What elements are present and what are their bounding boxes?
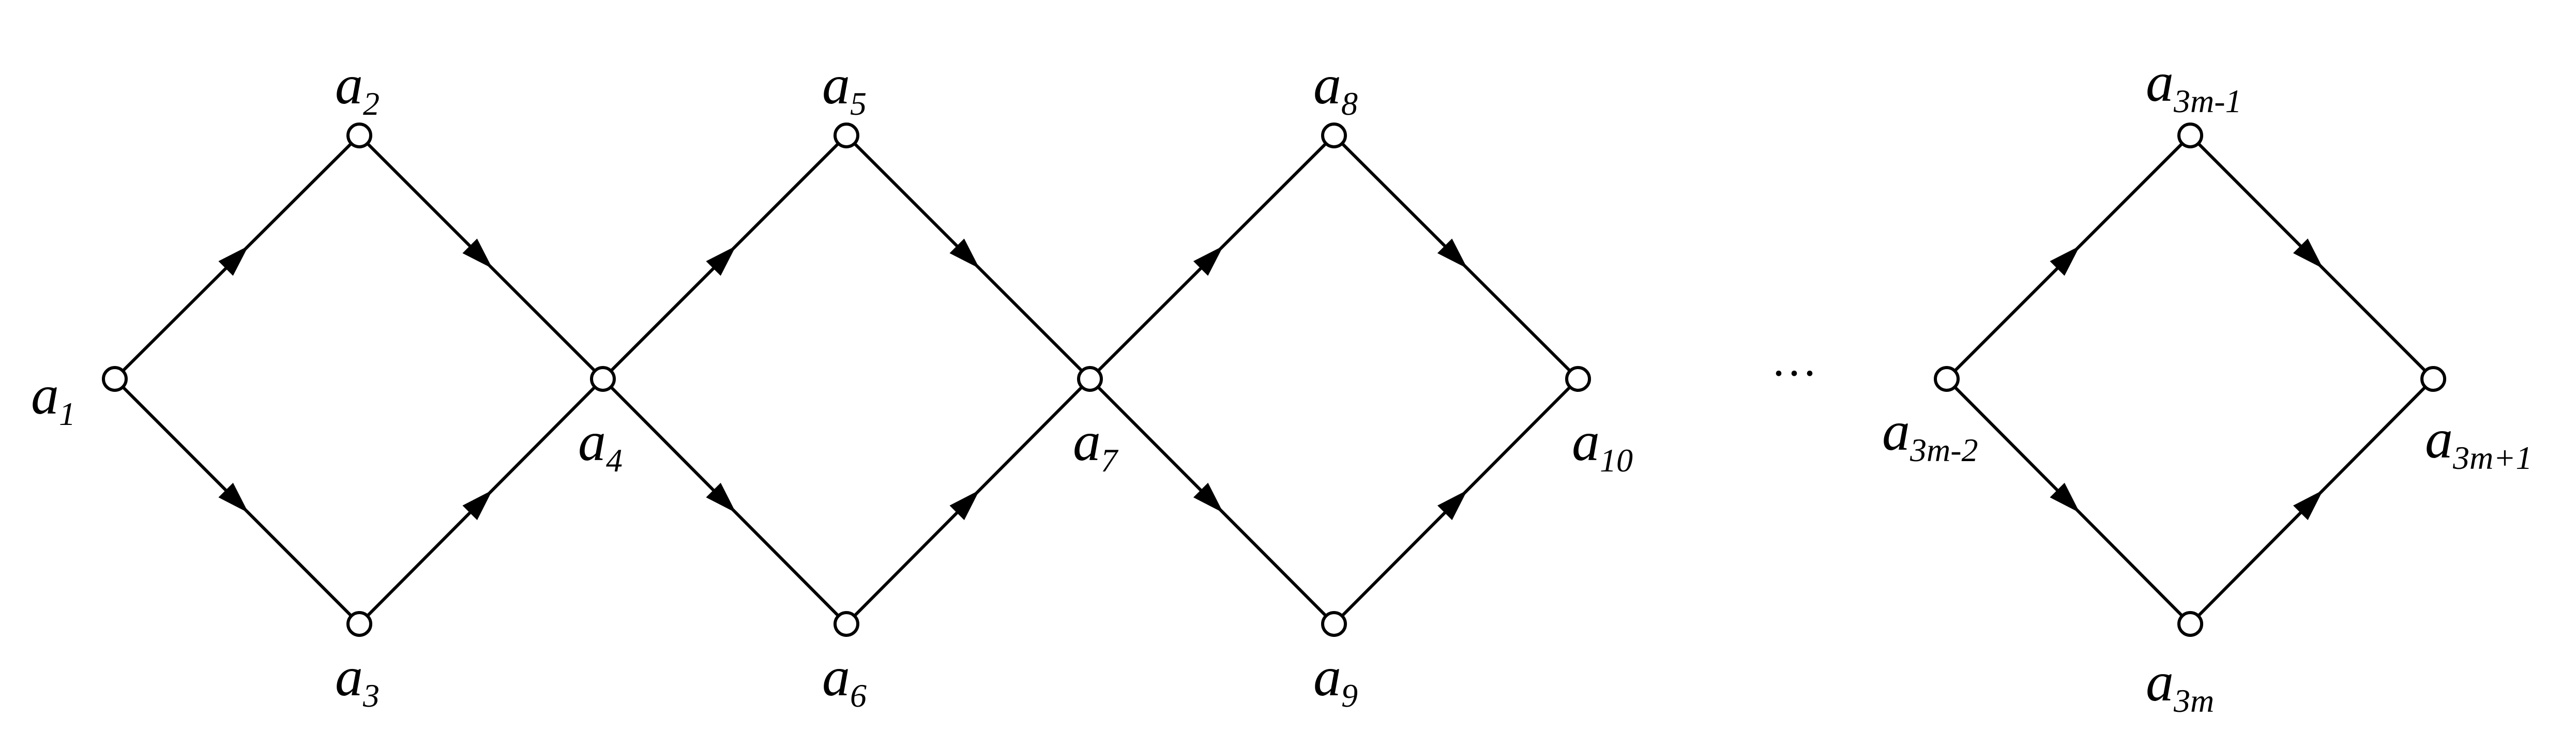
arrowhead-a8-to-a10 [1437,238,1467,269]
node-label-base: a [2146,52,2174,113]
node-label-a3: a3 [335,646,380,714]
node-label-base: a [2146,651,2174,713]
node-label-base: a [335,54,363,116]
node-label-subscript: 1 [59,395,75,432]
node-a4 [590,366,616,392]
node-label-subscript: 6 [850,677,867,714]
node-label-subscript: 3m+1 [2452,439,2532,476]
node-label-base: a [335,646,363,708]
node-a3 [346,611,372,637]
arrowhead-a3m-1-to-a3m+1 [2293,238,2323,269]
node-label-base: a [822,54,850,116]
nodes-layer [102,123,2446,637]
node-a2 [346,123,372,148]
arrowhead-a3m-2-to-a3m-1 [2050,246,2080,276]
node-label-a8: a8 [1313,54,1358,122]
node-label-a9: a9 [1313,646,1358,714]
node-label-base: a [1313,54,1341,116]
arrowhead-a3m-2-to-a3m [2050,482,2080,513]
node-label-a1: a1 [31,364,75,432]
node-a3m-1 [2177,123,2203,148]
node-label-a5: a5 [822,54,867,122]
arrowhead-a3-to-a4 [462,490,493,521]
node-label-base: a [822,646,850,708]
node-label-a4: a4 [578,411,623,479]
arrowhead-a1-to-a2 [218,246,249,276]
arrowhead-a4-to-a6 [706,482,736,513]
arrowhead-a6-to-a7 [949,490,980,521]
node-label-subscript: 2 [363,85,380,122]
node-label-subscript: 5 [850,85,867,122]
node-label-base: a [2425,408,2453,470]
node-label-base: a [1073,411,1101,472]
arrowhead-a1-to-a3 [218,482,249,513]
node-a1 [102,366,128,392]
node-label-a10: a10 [1572,411,1633,479]
node-label-subscript: 3m [2173,682,2214,719]
node-a5 [834,123,859,148]
arrowhead-a3m-to-a3m+1 [2293,490,2323,521]
node-label-a3m+1: a3m+1 [2425,408,2532,476]
node-label-subscript: 4 [606,442,623,479]
node-label-subscript: 7 [1101,442,1119,479]
node-label-a7: a7 [1073,411,1119,479]
node-label-subscript: 8 [1341,85,1358,122]
node-label-base: a [578,411,606,472]
continuation-ellipsis: ··· [1771,348,1817,399]
node-a7 [1077,366,1103,392]
node-label-a2: a2 [335,54,380,122]
node-a6 [834,611,859,637]
arrowhead-a5-to-a7 [949,238,980,269]
node-a9 [1321,611,1347,637]
edges-layer [113,134,2435,626]
node-label-subscript: 3m-1 [2173,83,2242,119]
node-label-subscript: 3 [362,677,380,714]
node-label-a6: a6 [822,646,867,714]
node-label-base: a [1882,401,1910,462]
arrowhead-a7-to-a8 [1193,246,1223,276]
node-label-base: a [1313,646,1341,708]
node-label-subscript: 9 [1341,677,1358,714]
arrowhead-a9-to-a10 [1437,490,1467,521]
node-label-base: a [1572,411,1600,472]
node-a3m [2177,611,2203,637]
arrowhead-a2-to-a4 [462,238,493,269]
node-a10 [1565,366,1591,392]
node-a8 [1321,123,1347,148]
arrowhead-a7-to-a9 [1193,482,1223,513]
node-a3m-2 [1934,366,1960,392]
arrowhead-a4-to-a5 [706,246,736,276]
node-label-subscript: 10 [1600,442,1633,479]
node-label-subscript: 3m-2 [1910,432,1978,468]
node-a3m+1 [2420,366,2446,392]
node-label-base: a [31,364,59,426]
node-label-a3m-2: a3m-2 [1882,401,1978,468]
node-label-a3m: a3m [2146,651,2214,719]
node-label-a3m-1: a3m-1 [2146,52,2242,119]
